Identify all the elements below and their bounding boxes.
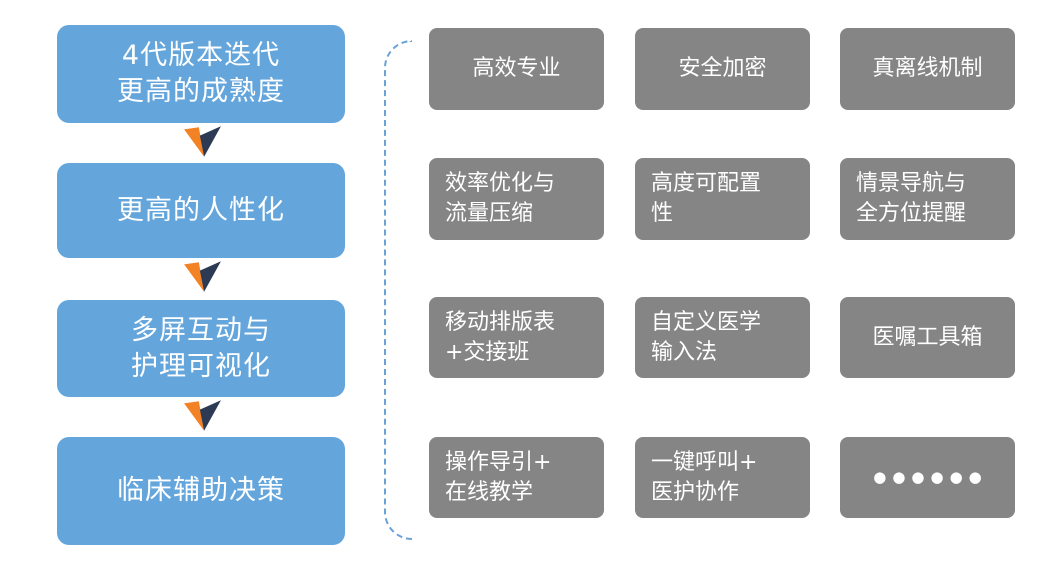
arrow-left-wing: [184, 127, 205, 157]
feature-cell-guide-teaching: 操作导引+ 在线教学: [429, 437, 604, 518]
flow-step-clinical-decision: 临床辅助决策: [57, 437, 345, 545]
feature-cell-call-collaboration: 一键呼叫+ 医护协作: [635, 437, 810, 518]
feature-cell-optimization: 效率优化与 流量压缩: [429, 158, 604, 240]
arrow-left-wing: [184, 401, 205, 431]
feature-cell-mobile-schedule: 移动排版表 +交接班: [429, 297, 604, 378]
feature-cell-encryption: 安全加密: [635, 28, 810, 110]
flow-step-multiscreen-nursing: 多屏互动与 护理可视化: [57, 300, 345, 397]
arrow-down-icon: [184, 261, 221, 292]
arrow-right-wing: [199, 126, 221, 157]
feature-cell-offline: 真离线机制: [840, 28, 1015, 110]
feature-cell-medical-ime: 自定义医学 输入法: [635, 297, 810, 378]
arrow-right-wing: [199, 400, 221, 431]
flow-step-humanization: 更高的人性化: [57, 163, 345, 258]
arrow-down-icon: [184, 126, 221, 157]
feature-cell-configurable: 高度可配置 性: [635, 158, 810, 240]
arrow-right-wing: [199, 261, 221, 292]
feature-cell-navigation-reminder: 情景导航与 全方位提醒: [840, 158, 1015, 240]
arrow-down-icon: [184, 400, 221, 431]
dashed-bracket: [384, 40, 412, 540]
feature-cell-efficient: 高效专业: [429, 28, 604, 110]
arrow-left-wing: [184, 262, 205, 292]
feature-cell-order-toolbox: 医嘱工具箱: [840, 297, 1015, 378]
feature-cell-more-ellipsis: ●●●●●●: [840, 437, 1015, 518]
flow-step-version-maturity: 4代版本迭代 更高的成熟度: [57, 25, 345, 123]
